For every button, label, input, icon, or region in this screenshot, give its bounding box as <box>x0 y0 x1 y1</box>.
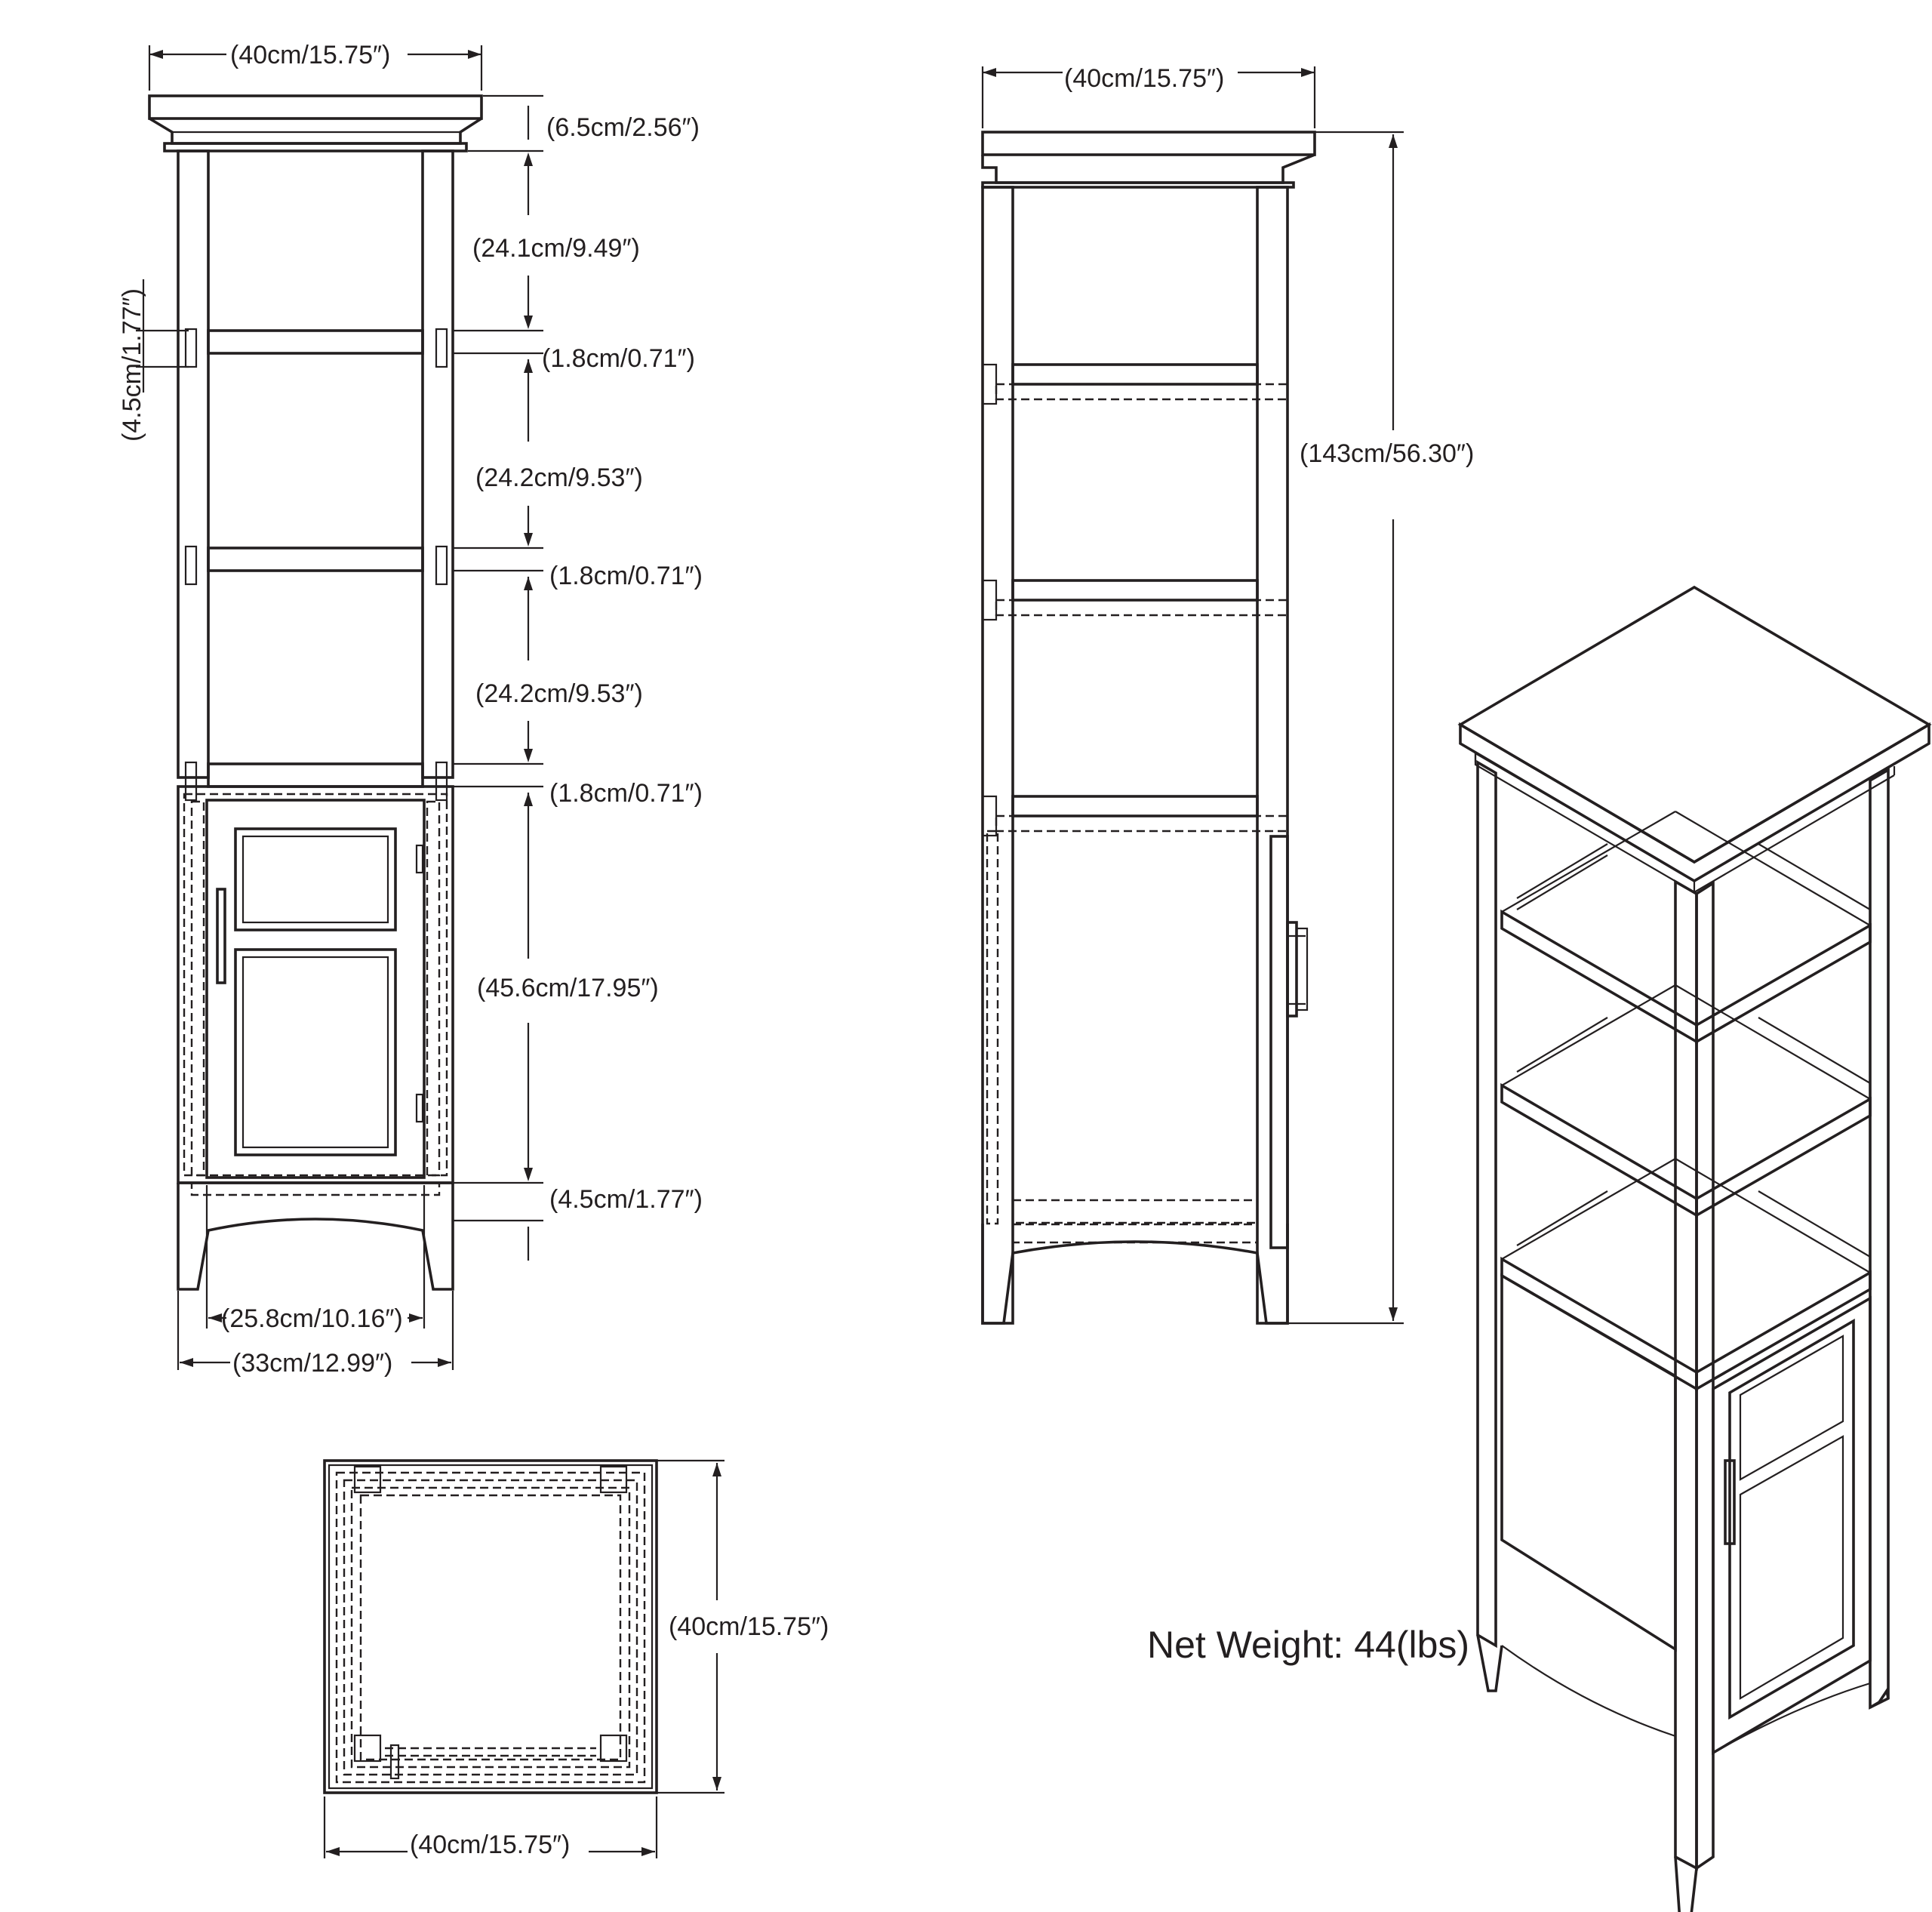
side-top-depth-label: (40cm/15.75″) <box>1064 64 1224 93</box>
front-crown-height-label: (6.5cm/2.56″) <box>546 113 700 142</box>
front-shelf-gap-lower-label: (24.2cm/9.53″) <box>475 679 643 708</box>
front-base-height-label: (4.5cm/1.77″) <box>549 1185 703 1214</box>
labels: (40cm/15.75″) (6.5cm/2.56″) (24.1cm/9.49… <box>118 41 1474 1859</box>
front-shelf-gap-top-label: (24.1cm/9.49″) <box>472 234 640 263</box>
top-width-label: (40cm/15.75″) <box>410 1830 570 1859</box>
side-total-height-label: (143cm/56.30″) <box>1300 439 1474 468</box>
front-shelf-thickness-1-label: (1.8cm/0.71″) <box>542 344 695 373</box>
front-door-width-label: (25.8cm/10.16″) <box>221 1304 403 1333</box>
top-depth-label: (40cm/15.75″) <box>669 1612 829 1641</box>
top-view <box>323 1459 658 1794</box>
front-body-width-label: (33cm/12.99″) <box>232 1349 392 1378</box>
side-view <box>981 131 1316 1325</box>
front-shelf-thickness-3-label: (1.8cm/0.71″) <box>549 779 703 808</box>
net-weight-label: Net Weight: 44(lbs) <box>1147 1624 1469 1666</box>
front-view <box>148 94 483 1291</box>
top-view-dimensions <box>323 1459 724 1858</box>
side-view-dimensions <box>981 66 1404 1325</box>
front-view-dimensions <box>136 45 543 1370</box>
front-top-width-label: (40cm/15.75″) <box>230 41 390 69</box>
front-cabinet-height-label: (45.6cm/17.95″) <box>477 974 659 1002</box>
front-shelf-thickness-2-label: (1.8cm/0.71″) <box>549 562 703 590</box>
isometric-view <box>1457 585 1932 1912</box>
front-shelf-gap-middle-label: (24.2cm/9.53″) <box>475 463 643 492</box>
front-rail-height-label: (4.5cm/1.77″) <box>118 288 146 442</box>
